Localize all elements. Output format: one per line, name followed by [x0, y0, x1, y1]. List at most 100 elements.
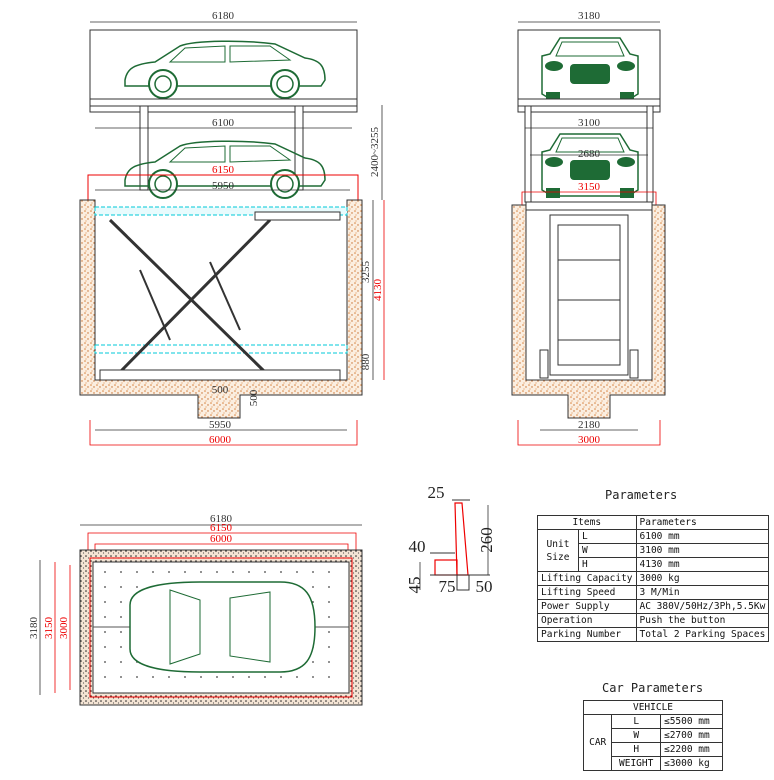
scissor-mechanism	[108, 218, 272, 374]
dim-plan-red-width: 3150	[43, 617, 55, 640]
dim-lower-height: 880	[360, 353, 372, 370]
platform-dot	[328, 601, 330, 603]
param-value: 3000 kg	[635, 571, 770, 586]
platform-dot	[104, 586, 106, 588]
header-parameters: Parameters	[635, 515, 770, 530]
platform-dot	[328, 661, 330, 663]
platform-dot	[200, 571, 202, 573]
car-group-label: CAR	[582, 714, 613, 771]
unit-size-value: 4130 mm	[635, 557, 770, 572]
dim-profile-height: 260	[477, 527, 496, 553]
dim-upper-height: 3255	[360, 261, 372, 284]
upper-car-front-icon	[541, 37, 639, 103]
car-param-key: L	[611, 714, 661, 729]
param-value: Push the button	[635, 613, 770, 628]
platform-dot	[232, 676, 234, 678]
platform-dot	[168, 676, 170, 678]
dim-pit-bottom: 5950	[209, 419, 232, 431]
dim-profile-width: 75	[439, 577, 456, 596]
dim-plan-inner-width: 3000	[58, 617, 70, 640]
platform-dot	[168, 571, 170, 573]
platform-dot	[120, 586, 122, 588]
dim-side-top-width: 6180	[212, 10, 235, 22]
platform-dot	[184, 571, 186, 573]
platform-dot	[296, 676, 298, 678]
platform-dot	[216, 676, 218, 678]
vehicle-header: VEHICLE	[583, 700, 723, 715]
platform-dot	[152, 571, 154, 573]
dim-pit-total: 6000	[209, 434, 232, 446]
platform-dot	[104, 601, 106, 603]
dim-front-pit-bottom: 2180	[578, 419, 601, 431]
platform-dot	[312, 586, 314, 588]
dim-plan-red-length: 6150	[210, 522, 233, 534]
param-item: Operation	[537, 613, 637, 628]
param-value: 3 M/Min	[635, 585, 770, 600]
platform-dot	[328, 646, 330, 648]
platform-dot	[104, 571, 106, 573]
dim-front-pit-total: 3000	[578, 434, 601, 446]
unit-size-label: Unit Size	[537, 529, 579, 572]
plan-view: 6180 6150 6000 3180 3150 3000	[28, 513, 363, 706]
platform-dot	[264, 676, 266, 678]
platform-dot	[312, 571, 314, 573]
platform-dot	[280, 571, 282, 573]
platform-dot	[152, 676, 154, 678]
car-param-key: W	[611, 728, 661, 743]
param-value: AC 380V/50Hz/3Ph,5.5Kw	[635, 599, 770, 614]
platform-dot	[248, 676, 250, 678]
platform-dot	[216, 571, 218, 573]
platform-dot	[328, 676, 330, 678]
dim-front-inner-width: 2680	[578, 148, 601, 160]
platform-dot	[312, 676, 314, 678]
platform-dot	[104, 616, 106, 618]
param-item: Parking Number	[537, 627, 637, 642]
platform-dot	[104, 676, 106, 678]
platform-dot	[328, 571, 330, 573]
platform-dot	[136, 571, 138, 573]
dim-plan-outer-width: 3180	[28, 617, 40, 640]
dim-side-platform-width: 6100	[212, 117, 235, 129]
unit-size-key: W	[578, 543, 637, 558]
car-parameters-table: VEHICLE CAR L≤5500 mm W≤2700 mm H≤2200 m…	[582, 700, 724, 771]
platform-dot	[120, 676, 122, 678]
platform-dot	[136, 676, 138, 678]
dim-profile-top: 25	[428, 483, 445, 502]
side-view: 6180 6100 6150 5950 500 500 2400~3255 32…	[79, 10, 385, 446]
param-item: Lifting Speed	[537, 585, 637, 600]
dim-pit-step: 500	[212, 384, 229, 396]
param-value: Total 2 Parking Spaces	[635, 627, 770, 642]
upper-car-icon	[124, 40, 326, 99]
car-parameters-title: Car Parameters	[602, 681, 704, 695]
header-items: Items	[537, 515, 637, 530]
car-param-value: ≤2700 mm	[659, 728, 724, 743]
profile-detail: 25 260 40 45 75 50	[405, 483, 496, 596]
dim-total-height: 4130	[372, 279, 384, 302]
platform-dot	[296, 571, 298, 573]
platform-dot	[328, 586, 330, 588]
platform-dot	[120, 631, 122, 633]
dim-front-red-width: 3150	[578, 181, 601, 193]
unit-size-value: 6100 mm	[635, 529, 770, 544]
platform-dot	[120, 571, 122, 573]
dim-profile-base: 45	[405, 577, 424, 594]
platform-dot	[120, 601, 122, 603]
platform-dot	[280, 676, 282, 678]
platform-dot	[184, 676, 186, 678]
dim-side-red-width: 6150	[212, 164, 235, 176]
dim-plan-outer-length: 6180	[210, 513, 233, 525]
unit-size-value: 3100 mm	[635, 543, 770, 558]
car-top-icon	[129, 581, 316, 673]
scissor-frame	[539, 214, 639, 379]
dim-profile-foot: 50	[476, 577, 493, 596]
dim-front-top-width: 3180	[578, 10, 601, 22]
unit-size-key: H	[578, 557, 637, 572]
platform-dot	[328, 631, 330, 633]
param-item: Lifting Capacity	[537, 571, 637, 586]
